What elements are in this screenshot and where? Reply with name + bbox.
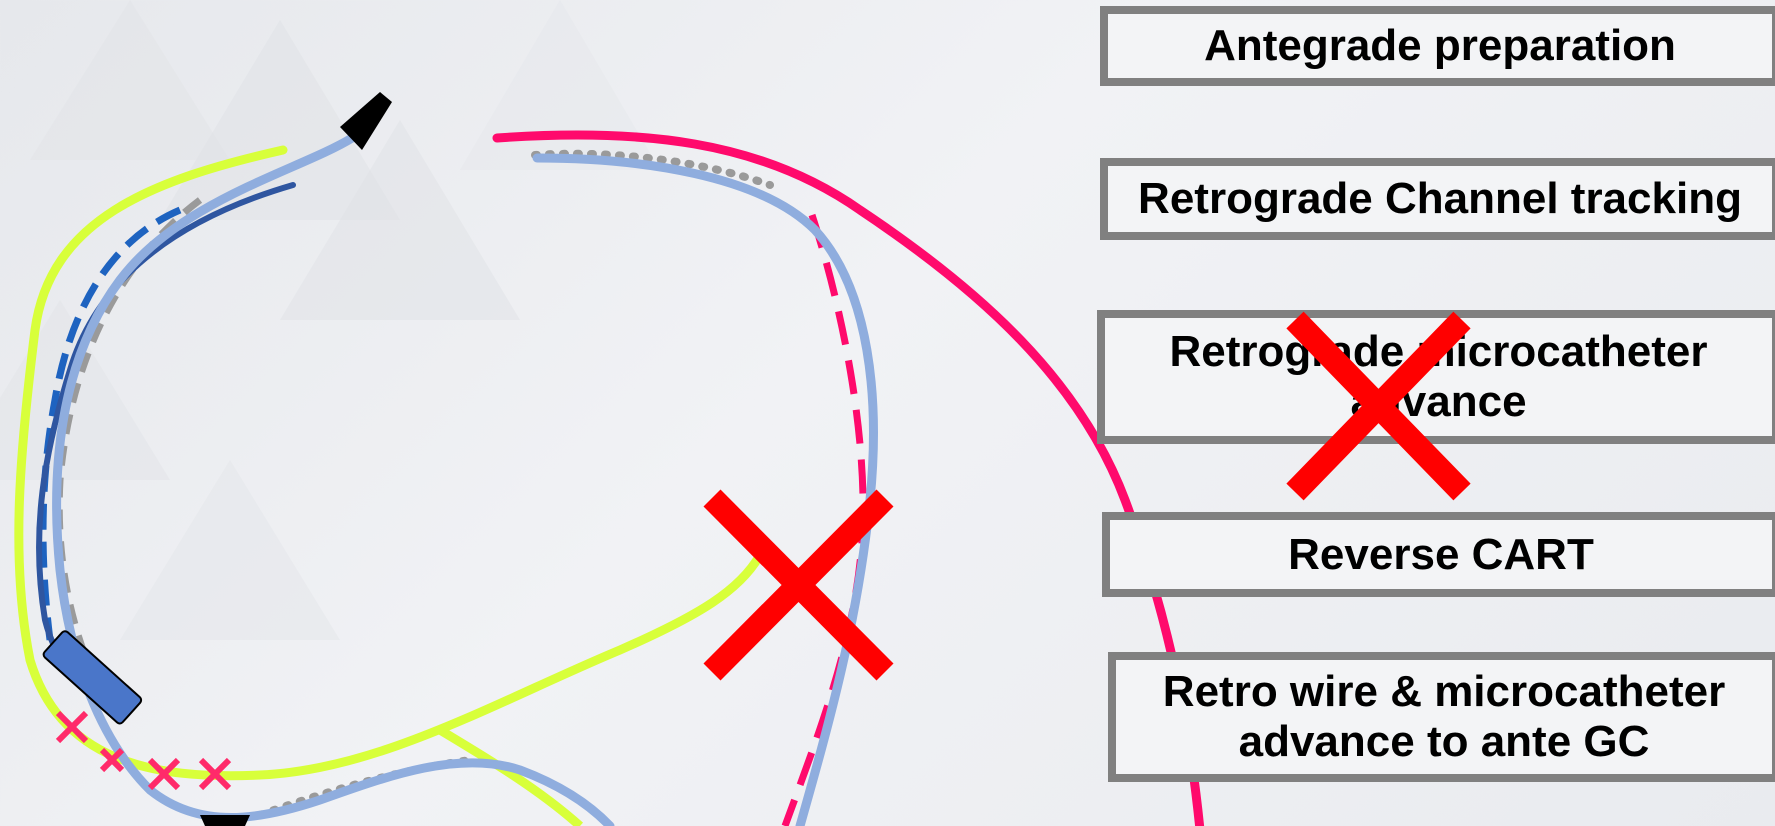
light-blue-retro-path	[532, 153, 878, 826]
step-label: Retrograde Channel tracking	[1138, 174, 1742, 223]
step-retrograde-channel-tracking: Retrograde Channel tracking	[1100, 158, 1775, 240]
light-blue-vessel-path	[52, 133, 615, 826]
lime-wire-path	[14, 145, 765, 781]
magenta-retrograde-path	[492, 130, 1205, 826]
step-label: Retrograde microcatheter advance	[1169, 327, 1708, 426]
lime-wire-branch	[437, 726, 584, 826]
step-label: Antegrade preparation	[1204, 21, 1676, 70]
step-reverse-cart: Reverse CART	[1102, 512, 1775, 597]
guide-catheter-tip-icon	[340, 92, 392, 150]
step-retro-wire-advance: Retro wire & microcatheter advance to an…	[1108, 652, 1775, 782]
step-label: Retro wire & microcatheter advance to an…	[1162, 667, 1726, 766]
step-retrograde-microcatheter-advance: Retrograde microcatheter advance	[1097, 310, 1775, 444]
step-antegrade-preparation: Antegrade preparation	[1100, 6, 1775, 86]
blue-dashed-path	[39, 206, 182, 641]
gray-dotted-path	[531, 149, 774, 189]
step-label: Reverse CART	[1288, 529, 1594, 579]
guide-catheter-tip-bottom-icon	[200, 815, 250, 826]
gray-dashed-left-path	[55, 197, 203, 722]
catheter-segment-icon	[42, 630, 143, 725]
